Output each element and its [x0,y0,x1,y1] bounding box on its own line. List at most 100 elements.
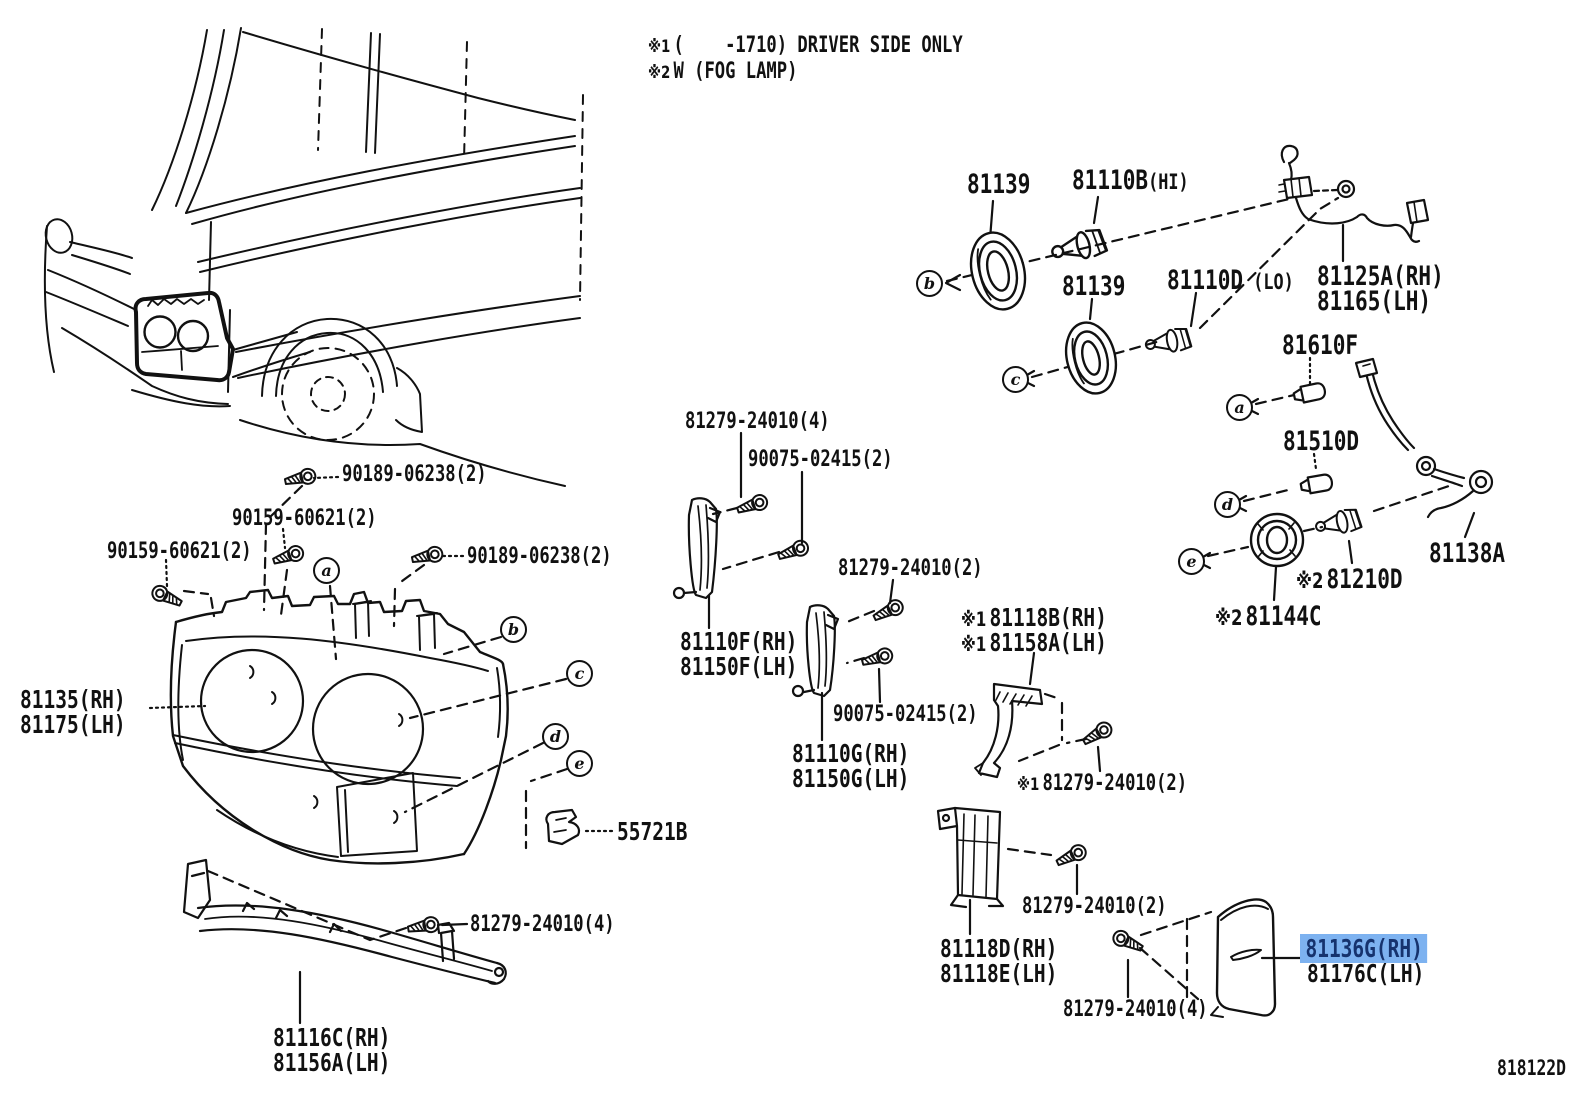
dashed-assembly-lines [182,188,1454,1001]
part-81279-24010-4-bl[interactable]: 81279-24010(4) [470,913,615,937]
callout-letter-a: a [1226,394,1253,421]
part-number-text: 81158A(LH) [989,628,1107,657]
part-81279-24010-4-top[interactable]: 81279-24010(4) [685,409,830,434]
part-81138a[interactable]: 81138A [1429,538,1506,569]
part-55721b[interactable]: 55721B [617,819,687,845]
bracket-81118d-drawing [936,806,1005,909]
part-number-text: 81118D(RH) [940,934,1058,963]
callout-letter-b: b [916,270,943,297]
adjuster-hook-icons [249,665,404,824]
diagram-note: ※1( -1710) DRIVER SIDE ONLY [648,33,963,58]
reference-mark: ※1 [961,633,987,656]
part-81610f[interactable]: 81610F [1282,331,1358,360]
part-number-text: 90159-60621(2) [232,506,377,531]
part-90159-60621-2-left[interactable]: 90159-60621(2) [107,539,252,564]
part-number-text: 90189-06238(2) [467,544,612,569]
panel-81136g-drawing [1210,898,1277,1018]
grommet-81139-hi-icon [969,231,1027,311]
part-81125a[interactable]: 81125A(RH) [1317,262,1444,291]
part-number-text: 81279-24010(2) [838,556,983,581]
part-81110b[interactable]: 81110B(HI) [1072,165,1189,196]
part-number-text: 90075-02415(2) [748,447,893,472]
part-90075-02415-2-top[interactable]: 90075-02415(2) [748,447,893,472]
callout-letter-text: c [574,664,585,683]
part-81279-24010-2-br[interactable]: 81279-24010(2) [1022,894,1167,919]
wedge-bulb-81610f-icon [1292,382,1327,404]
part-number-text: 818122D [1497,1056,1567,1080]
part-number-text: 81138A [1429,538,1506,569]
part-number-text: 90159-60621(2) [107,539,252,564]
part-number-text: 81176C(LH) [1307,959,1425,988]
reference-mark: ※1 [1017,775,1040,795]
callout-letter-text: e [1186,552,1197,571]
bulb-fog-icon [1312,506,1363,540]
part-90189-06238-2-right[interactable]: 90189-06238(2) [467,544,612,569]
part-number-text: 81110G(RH) [792,739,910,768]
part-number-text: 81279-24010(2) [1022,894,1167,919]
part-81279-24010-4-br[interactable]: 81279-24010(4) [1063,997,1208,1022]
callout-letter-text: d [1221,495,1234,514]
part-81110f[interactable]: 81110F(RH) [680,629,797,655]
part-number-text: 81279-24010(4) [685,409,830,434]
part-number-text: 81110B [1072,165,1149,196]
part-number-text: 81110D [1167,265,1244,296]
part-81110g[interactable]: 81110G(RH) [792,741,909,767]
part-81150f[interactable]: 81150F(LH) [680,654,797,680]
part-number-text: 81139 [1062,271,1126,302]
callout-letter-e: e [566,750,593,777]
part-81116c[interactable]: 81116C(RH) [273,1025,390,1051]
part-81139-lo-ring[interactable]: 81139 [1062,271,1126,302]
callout-letter-text: a [1234,398,1245,417]
diagram-code: 818122D [1497,1056,1567,1080]
part-number-text: 81139 [967,169,1031,200]
screw-icons [148,466,1146,957]
part-90159-60621-2-mid[interactable]: 90159-60621(2) [232,506,377,531]
reference-mark: ※2 [1215,605,1243,630]
callout-letter-e: e [1178,548,1205,575]
bracket-81110f-drawing [672,497,722,600]
part-number-text: 81175(LH) [20,710,126,739]
part-number-text: 81118E(LH) [940,959,1058,988]
part-81279-24010-2-mid[interactable]: 81279-24010(2) [838,556,983,581]
part-81139-hi-ring[interactable]: 81139 [967,169,1031,200]
part-81110d[interactable]: 81110D (LO) [1167,265,1294,296]
part-number-text: 81150G(LH) [792,764,910,793]
part-number-text: 81279-24010(4) [1063,997,1208,1022]
callout-letter-c: c [566,660,593,687]
bracket-81110g-drawing [791,604,840,698]
part-number-text: 81135(RH) [20,685,126,714]
part-number-text: 81116C(RH) [273,1023,391,1052]
part-81175[interactable]: 81175(LH) [20,712,126,738]
part-81150g[interactable]: 81150G(LH) [792,766,909,792]
part-number-text: 81510D [1283,426,1360,457]
callout-letter-text: d [549,727,562,746]
bus-headlamp-outline [133,290,235,383]
reference-mark: ※2 [648,63,671,83]
reference-mark: ※2 [1296,568,1324,593]
callout-letter-text: a [321,561,332,580]
part-81135[interactable]: 81135(RH) [20,687,126,713]
part-number-text: 81165(LH) [1317,286,1432,317]
part-81510d[interactable]: 81510D [1283,426,1360,457]
part-90075-02415-2-mid[interactable]: 90075-02415(2) [833,703,978,727]
part-number-text: 81210D [1326,564,1403,595]
callout-letter-text: c [1010,370,1021,389]
part-90189-06238-2-top[interactable]: 90189-06238(2) [342,463,487,487]
part-81118d[interactable]: 81118D(RH) [940,936,1057,962]
wedge-bulb-81510d-icon [1299,473,1334,495]
leader-lines [148,195,1476,1025]
cover-81118b-drawing [974,682,1044,779]
part-81165[interactable]: 81165(LH) [1317,286,1432,317]
part-81136g[interactable]: 81136G(RH) [1300,934,1427,963]
part-81118e[interactable]: 81118E(LH) [940,961,1057,987]
part-81176c[interactable]: 81176C(LH) [1307,961,1424,987]
part-81156a[interactable]: 81156A(LH) [273,1050,390,1076]
callout-letter-text: b [923,274,936,293]
